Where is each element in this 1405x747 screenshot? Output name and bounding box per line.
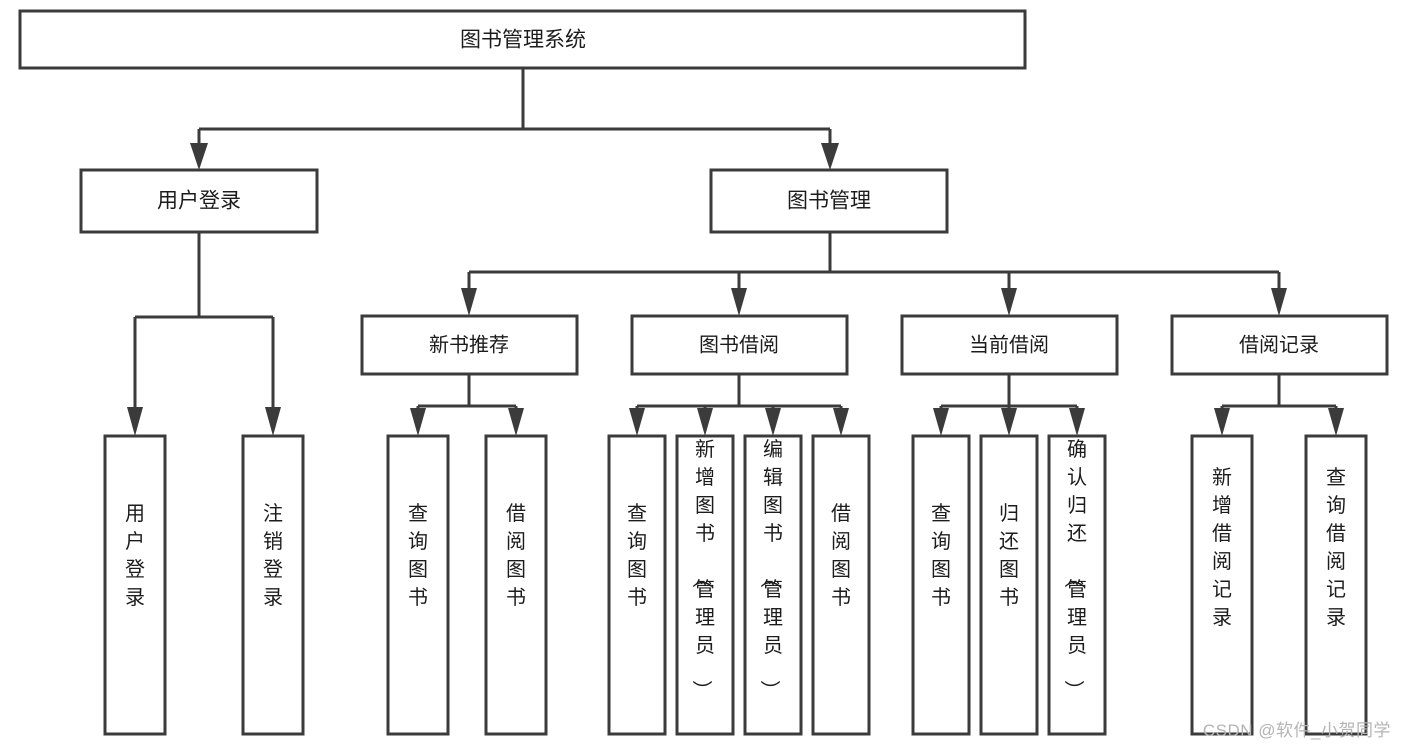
node-book-borrow[interactable]: 图书借阅 xyxy=(630,314,849,376)
leaf-book-borrow-1-box[interactable] xyxy=(607,434,667,736)
node-user-login-box[interactable] xyxy=(79,168,319,234)
arrowhead-borrow-l3 xyxy=(765,408,781,436)
arrowhead-root-to-bookmgmt xyxy=(821,143,839,170)
arrowhead-borrow-l4 xyxy=(833,408,849,436)
leaf-book-borrow-4[interactable]: 借阅图书 xyxy=(811,434,871,736)
node-new-book-recommend-box[interactable] xyxy=(360,314,579,376)
arrowhead-borrow-l1 xyxy=(629,408,645,436)
leaf-borrow-record-1-label: 新增借阅记录 xyxy=(1212,466,1232,629)
node-new-book-recommend-label: 新书推荐 xyxy=(429,333,509,356)
node-current-borrow-label: 当前借阅 xyxy=(969,333,1049,356)
leaf-new-book-2-label: 借阅图书 xyxy=(506,502,526,609)
leaf-current-borrow-1-label: 查询图书 xyxy=(931,502,951,609)
node-current-borrow-box[interactable] xyxy=(900,314,1119,376)
leaf-book-borrow-2-box[interactable] xyxy=(675,434,735,736)
leaf-current-borrow-2-label: 归还图书 xyxy=(999,502,1019,609)
leaf-book-borrow-2[interactable]: 新增图书（管理员） xyxy=(675,434,735,736)
leaf-user-login-2-box[interactable] xyxy=(241,434,305,736)
arrowhead-current-l3 xyxy=(1069,408,1085,436)
arrowhead-current-l2 xyxy=(1001,408,1017,436)
node-root[interactable]: 图书管理系统 xyxy=(18,9,1027,70)
leaf-user-login-2-label: 注销登录 xyxy=(263,502,283,609)
leaf-current-borrow-2[interactable]: 归还图书 xyxy=(979,434,1039,736)
leaf-current-borrow-2-box[interactable] xyxy=(979,434,1039,736)
node-root-box[interactable] xyxy=(18,9,1027,70)
node-new-book-recommend[interactable]: 新书推荐 xyxy=(360,314,579,376)
node-book-management-label: 图书管理 xyxy=(787,190,871,213)
arrowhead-record-l1 xyxy=(1214,408,1230,436)
leaf-borrow-record-1-box[interactable] xyxy=(1190,434,1254,736)
leaf-new-book-2[interactable]: 借阅图书 xyxy=(484,434,548,736)
node-current-borrow[interactable]: 当前借阅 xyxy=(900,314,1119,376)
leaf-current-borrow-3-box[interactable] xyxy=(1047,434,1107,736)
leaf-book-borrow-1[interactable]: 查询图书 xyxy=(607,434,667,736)
arrowhead-user-leaf2 xyxy=(265,407,281,436)
leaf-user-login-1-box[interactable] xyxy=(103,434,167,736)
leaf-book-borrow-3-box[interactable] xyxy=(743,434,803,736)
leaf-current-borrow-3-label: 确认归还（管理员） xyxy=(1062,438,1087,700)
connector-layer xyxy=(127,68,1344,436)
arrowhead-root-to-user xyxy=(190,143,208,170)
leaf-book-borrow-4-label: 借阅图书 xyxy=(831,502,851,609)
arrowhead-record-l2 xyxy=(1328,408,1344,436)
leaf-current-borrow-1-box[interactable] xyxy=(911,434,971,736)
node-borrow-record-box[interactable] xyxy=(1170,314,1389,376)
arrowhead-bookmgmt-c1 xyxy=(461,288,477,316)
leaf-user-login-1-label: 用户登录 xyxy=(125,503,145,609)
leaf-book-borrow-2-label: 新增图书（管理员） xyxy=(690,438,715,700)
node-user-login-label: 用户登录 xyxy=(157,190,241,213)
leaf-new-book-1-label: 查询图书 xyxy=(408,502,428,609)
arrowhead-bookmgmt-c2 xyxy=(731,288,747,316)
leaf-borrow-record-2-box[interactable] xyxy=(1304,434,1368,736)
leaf-book-borrow-3-label: 编辑图书（管理员） xyxy=(758,438,783,700)
arrowhead-bookmgmt-c4 xyxy=(1271,288,1287,316)
node-user-login[interactable]: 用户登录 xyxy=(79,168,319,234)
arrowhead-newbook-l2 xyxy=(508,408,524,436)
leaf-book-borrow-4-box[interactable] xyxy=(811,434,871,736)
leaf-current-borrow-3[interactable]: 确认归还（管理员） xyxy=(1047,434,1107,736)
leaf-current-borrow-1[interactable]: 查询图书 xyxy=(911,434,971,736)
leaf-user-login-2[interactable]: 注销登录 xyxy=(241,434,305,736)
node-book-borrow-box[interactable] xyxy=(630,314,849,376)
node-borrow-record[interactable]: 借阅记录 xyxy=(1170,314,1389,376)
arrowhead-current-l1 xyxy=(933,408,949,436)
leaf-new-book-1[interactable]: 查询图书 xyxy=(386,434,450,736)
csdn-watermark: CSDN @软件_小贺同学 xyxy=(1202,721,1391,740)
leaf-new-book-2-box[interactable] xyxy=(484,434,548,736)
leaf-borrow-record-1[interactable]: 新增借阅记录 xyxy=(1190,434,1254,736)
leaf-borrow-record-2-label: 查询借阅记录 xyxy=(1326,466,1346,629)
arrowhead-user-leaf1 xyxy=(127,407,143,436)
node-root-label: 图书管理系统 xyxy=(460,29,586,52)
leaf-book-borrow-1-label: 查询图书 xyxy=(627,502,647,609)
node-book-borrow-label: 图书借阅 xyxy=(699,333,779,356)
leaf-book-borrow-3[interactable]: 编辑图书（管理员） xyxy=(743,434,803,736)
arrowhead-borrow-l2 xyxy=(697,408,713,436)
arrowhead-bookmgmt-c3 xyxy=(1001,288,1017,316)
node-book-management-box[interactable] xyxy=(709,168,949,234)
node-borrow-record-label: 借阅记录 xyxy=(1239,333,1319,356)
leaf-borrow-record-2[interactable]: 查询借阅记录 xyxy=(1304,434,1368,736)
leaf-user-login-1[interactable]: 用户登录 xyxy=(103,434,167,736)
arrowhead-newbook-l1 xyxy=(410,408,426,436)
node-book-management[interactable]: 图书管理 xyxy=(709,168,949,234)
leaf-new-book-1-box[interactable] xyxy=(386,434,450,736)
